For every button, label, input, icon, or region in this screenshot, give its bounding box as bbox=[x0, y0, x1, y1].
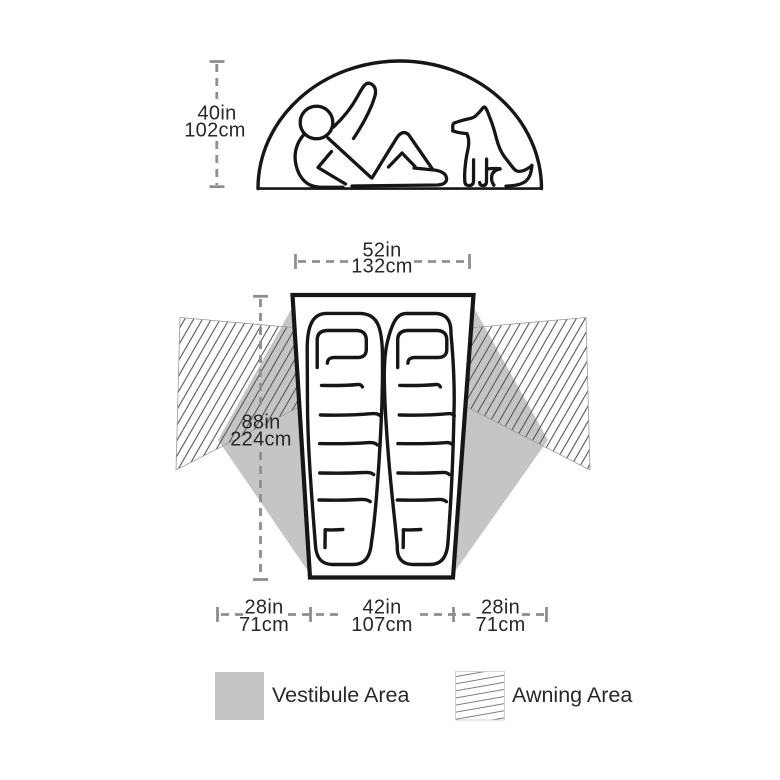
svg-text:28in: 28in bbox=[481, 597, 520, 619]
svg-text:40in: 40in bbox=[197, 103, 236, 125]
svg-text:71cm: 71cm bbox=[475, 614, 525, 636]
svg-text:88in: 88in bbox=[241, 412, 280, 434]
svg-text:Vestibule Area: Vestibule Area bbox=[272, 683, 410, 707]
svg-text:132cm: 132cm bbox=[351, 256, 413, 278]
svg-text:42in: 42in bbox=[362, 597, 401, 619]
svg-text:224cm: 224cm bbox=[230, 429, 292, 451]
svg-text:71cm: 71cm bbox=[239, 614, 289, 636]
svg-text:52in: 52in bbox=[362, 240, 401, 262]
svg-text:28in: 28in bbox=[244, 597, 283, 619]
svg-text:Awning Area: Awning Area bbox=[512, 683, 632, 707]
svg-text:102cm: 102cm bbox=[184, 120, 246, 142]
svg-text:107cm: 107cm bbox=[351, 614, 413, 636]
